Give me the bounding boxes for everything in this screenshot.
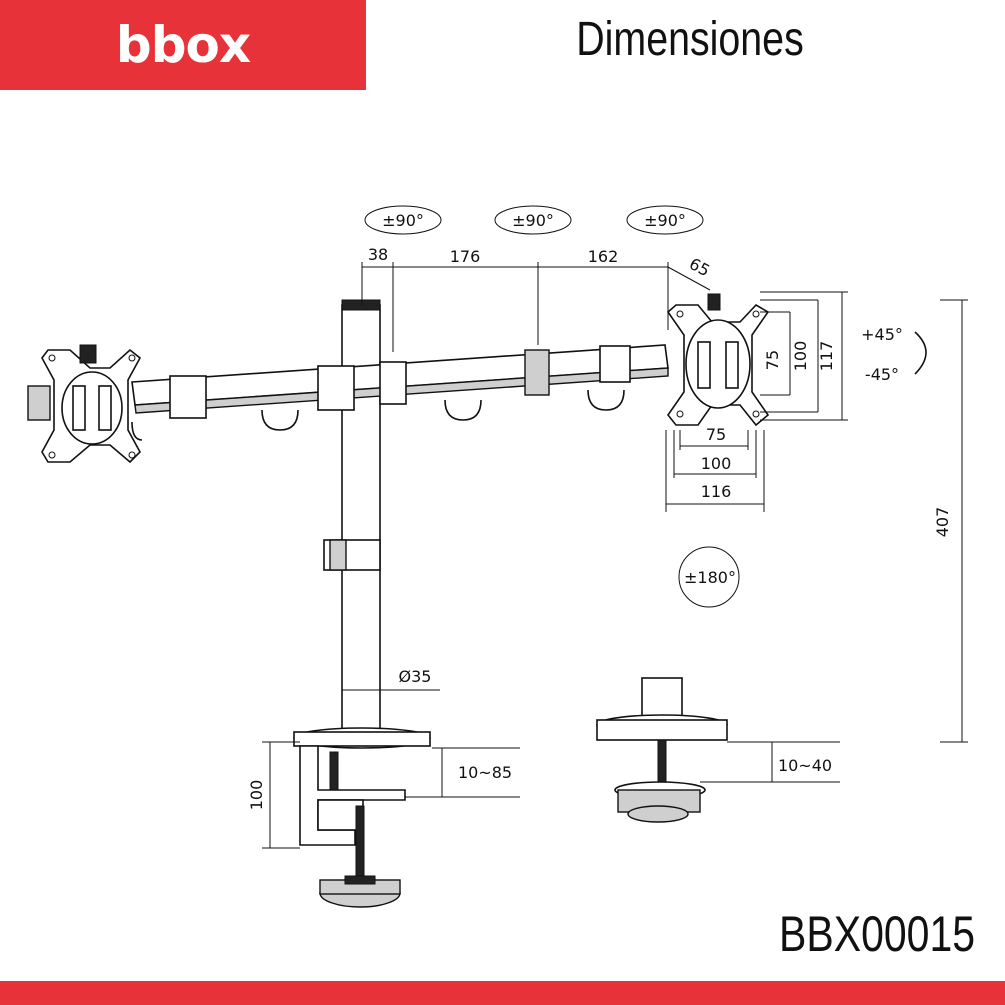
dimension-labels: ±90° ±90° ±90° 38 176 162 65 75 100 117 … xyxy=(247,211,952,810)
height-407-label: 407 xyxy=(933,507,952,538)
pivot-label: ±180° xyxy=(684,568,736,587)
footer-bar xyxy=(0,981,1005,1005)
pole-diameter-label: Ø35 xyxy=(399,667,432,686)
model-number: BBX00015 xyxy=(778,906,975,962)
vesa-h75-label: 75 xyxy=(706,425,726,444)
clamp-range-label: 10~85 xyxy=(458,763,512,782)
rotation-arm2-label: ±90° xyxy=(512,211,554,230)
dim-38-label: 38 xyxy=(368,245,388,264)
rotation-indicators xyxy=(364,205,927,608)
dimension-lines xyxy=(262,262,968,849)
clamp-height-label: 100 xyxy=(247,780,266,811)
dim-162-label: 162 xyxy=(588,247,619,266)
rotation-arm3-label: ±90° xyxy=(644,211,686,230)
arm xyxy=(131,344,669,441)
brand-logo: bbox xyxy=(115,16,251,74)
vesa-h100-label: 100 xyxy=(701,454,732,473)
vesa-v75-label: 75 xyxy=(763,350,782,370)
tilt-down-label: -45° xyxy=(865,365,899,384)
right-vesa-plate xyxy=(666,293,770,427)
page-title: Dimensiones xyxy=(576,13,804,66)
grommet-base xyxy=(596,677,728,823)
dim-65-label: 65 xyxy=(686,254,713,280)
rotation-arm1-label: ±90° xyxy=(382,211,424,230)
brand-logo-box: bbox xyxy=(0,0,366,90)
vesa-v117-label: 117 xyxy=(817,341,836,372)
dim-176-label: 176 xyxy=(450,247,481,266)
desk-clamp xyxy=(293,727,431,908)
tilt-up-label: +45° xyxy=(861,325,903,344)
vesa-h116-label: 116 xyxy=(701,482,732,501)
left-vesa-plate xyxy=(27,344,142,464)
grommet-range-label: 10~40 xyxy=(778,756,832,775)
vesa-v100-label: 100 xyxy=(791,341,810,372)
